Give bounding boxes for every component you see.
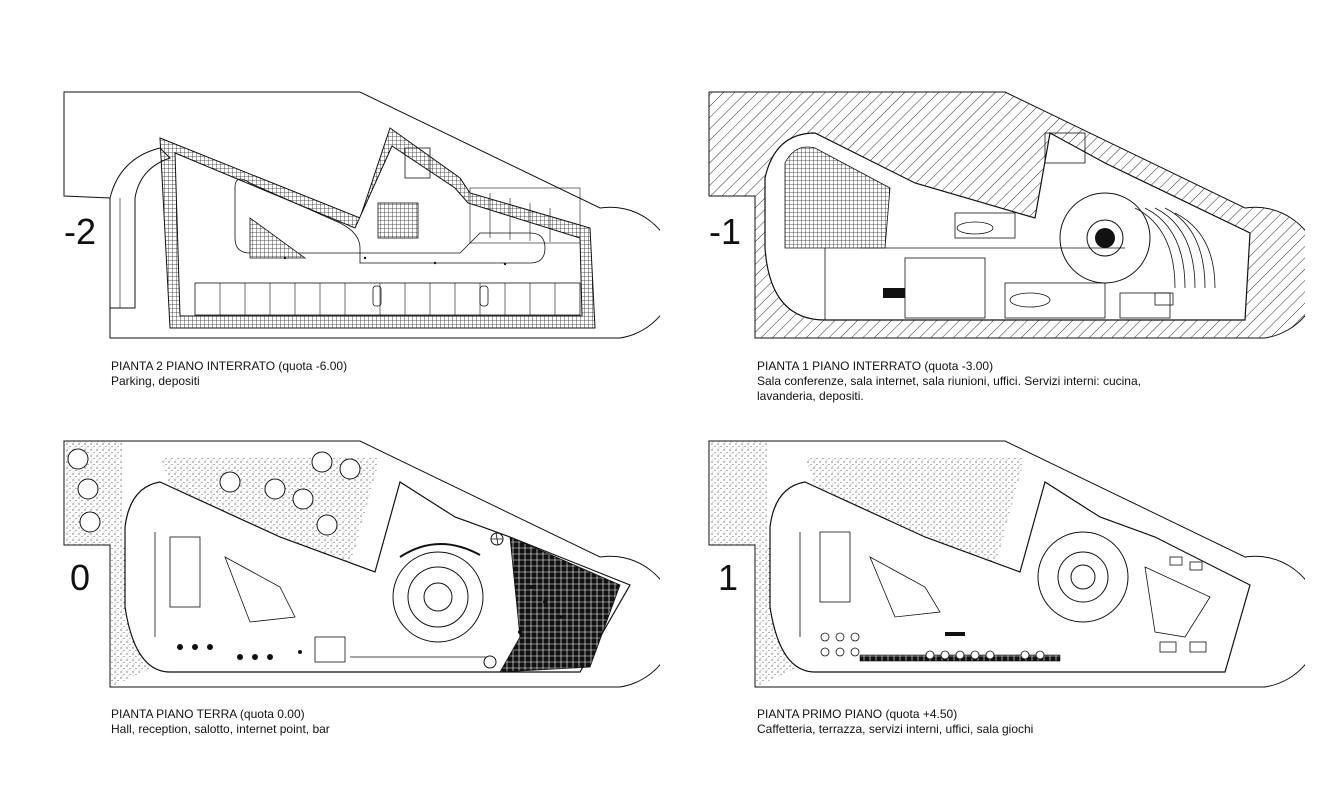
floor-plan-minus1-drawing (708, 91, 1305, 339)
plan-description: Hall, reception, salotto, internet point… (111, 722, 330, 736)
plan-caption: PIANTA 1 PIANO INTERRATO (quota -3.00) S… (757, 359, 1177, 404)
plan-description: Sala conferenze, sala internet, sala riu… (757, 374, 1141, 403)
plan-title: PIANTA PIANO TERRA (quota 0.00) (111, 707, 305, 721)
plan-caption: PIANTA 2 PIANO INTERRATO (quota -6.00) P… (111, 359, 347, 389)
floor-plan-0-drawing (63, 440, 660, 688)
level-number: 0 (70, 557, 91, 598)
plan-caption: PIANTA PRIMO PIANO (quota +4.50) Caffett… (757, 707, 1033, 737)
plan-title: PIANTA PRIMO PIANO (quota +4.50) (757, 707, 958, 721)
plan-description: Parking, depositi (111, 374, 200, 388)
plan-level-minus2 (60, 88, 660, 353)
plan-level-0 (60, 437, 660, 702)
plan-level-1 (705, 437, 1305, 702)
floor-plan-1-drawing (708, 440, 1305, 688)
plan-description: Caffetteria, terrazza, servizi interni, … (757, 722, 1034, 736)
plan-title: PIANTA 2 PIANO INTERRATO (quota -6.00) (111, 359, 348, 373)
plan-title: PIANTA 1 PIANO INTERRATO (quota -3.00) (757, 359, 994, 373)
level-number: -2 (64, 211, 97, 252)
plan-level-minus1 (705, 88, 1305, 353)
level-number: 1 (718, 557, 739, 598)
level-number: -1 (709, 211, 742, 252)
plan-caption: PIANTA PIANO TERRA (quota 0.00) Hall, re… (111, 707, 330, 737)
floor-plan-minus2-drawing (63, 91, 660, 339)
